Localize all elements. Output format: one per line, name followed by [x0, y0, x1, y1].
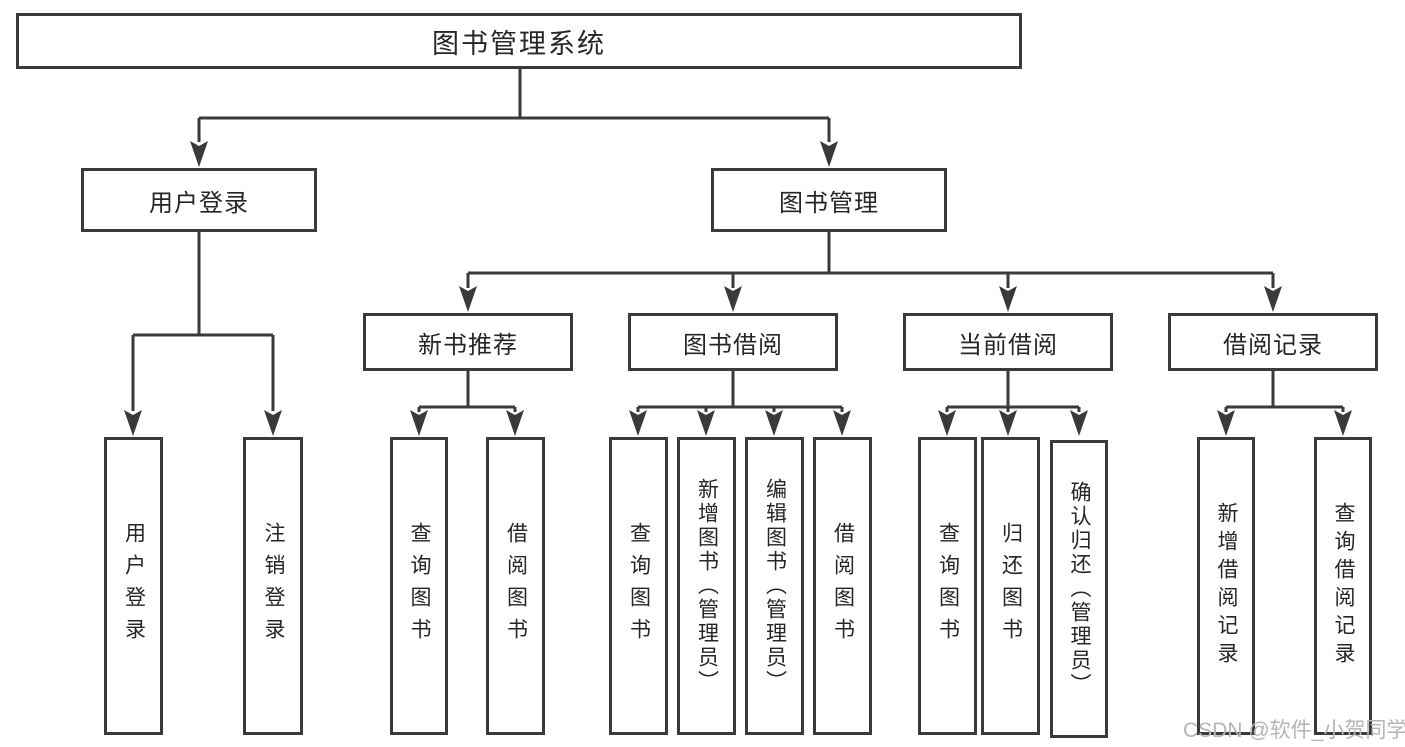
- leaf-return-book-label: 归还图书: [999, 522, 1023, 650]
- leaf-confirm-return-admin-label: 确认归还（管理员）: [1068, 481, 1091, 697]
- leaf-query-borrow-record: 查询借阅记录: [1314, 437, 1372, 735]
- connector-paths: [131, 69, 1345, 412]
- node-library-system-label: 图书管理系统: [432, 28, 606, 59]
- leaf-borrow-books-1: 借阅图书: [486, 437, 545, 735]
- node-library-system: 图书管理系统: [16, 13, 1022, 69]
- leaf-add-book-admin-label: 新增图书（管理员）: [695, 478, 719, 694]
- leaf-query-books-3-label: 查询图书: [936, 522, 960, 650]
- leaf-query-borrow-record-label: 查询借阅记录: [1332, 502, 1355, 670]
- node-user-login-label: 用户登录: [149, 189, 249, 217]
- leaf-logout-label: 注销登录: [262, 522, 285, 650]
- leaf-borrow-books-2: 借阅图书: [813, 437, 872, 735]
- node-book-management-label: 图书管理: [779, 189, 879, 217]
- leaf-query-books-1: 查询图书: [390, 437, 448, 735]
- leaf-user-login-label: 用户登录: [122, 522, 146, 650]
- leaf-borrow-books-2-label: 借阅图书: [831, 522, 855, 650]
- leaf-logout: 注销登录: [243, 437, 303, 735]
- leaf-edit-book-admin-label: 编辑图书（管理员）: [763, 478, 787, 694]
- leaf-query-books-1-label: 查询图书: [408, 522, 431, 650]
- leaf-query-books-2-label: 查询图书: [627, 522, 651, 650]
- watermark: CSDN @软件_小贺同学: [1183, 719, 1405, 742]
- leaf-user-login: 用户登录: [104, 437, 163, 735]
- leaf-edit-book-admin: 编辑图书（管理员）: [745, 437, 804, 735]
- node-current-borrow: 当前借阅: [903, 313, 1113, 371]
- node-new-book-recommend: 新书推荐: [363, 313, 573, 371]
- node-user-login: 用户登录: [81, 168, 317, 232]
- leaf-confirm-return-admin: 确认归还（管理员）: [1050, 440, 1108, 738]
- node-book-borrow: 图书借阅: [628, 313, 838, 371]
- leaf-add-book-admin: 新增图书（管理员）: [677, 437, 736, 735]
- leaf-query-books-2: 查询图书: [609, 437, 668, 735]
- node-new-book-recommend-label: 新书推荐: [418, 331, 518, 359]
- node-book-management: 图书管理: [711, 168, 947, 232]
- leaf-query-books-3: 查询图书: [918, 437, 977, 735]
- node-current-borrow-label: 当前借阅: [958, 331, 1058, 359]
- leaf-add-borrow-record-label: 新增借阅记录: [1215, 502, 1238, 670]
- leaf-add-borrow-record: 新增借阅记录: [1197, 437, 1255, 735]
- node-borrow-records: 借阅记录: [1168, 313, 1378, 371]
- leaf-borrow-books-1-label: 借阅图书: [504, 522, 528, 650]
- leaf-return-book: 归还图书: [981, 437, 1040, 735]
- node-book-borrow-label: 图书借阅: [683, 331, 783, 359]
- node-borrow-records-label: 借阅记录: [1223, 331, 1323, 359]
